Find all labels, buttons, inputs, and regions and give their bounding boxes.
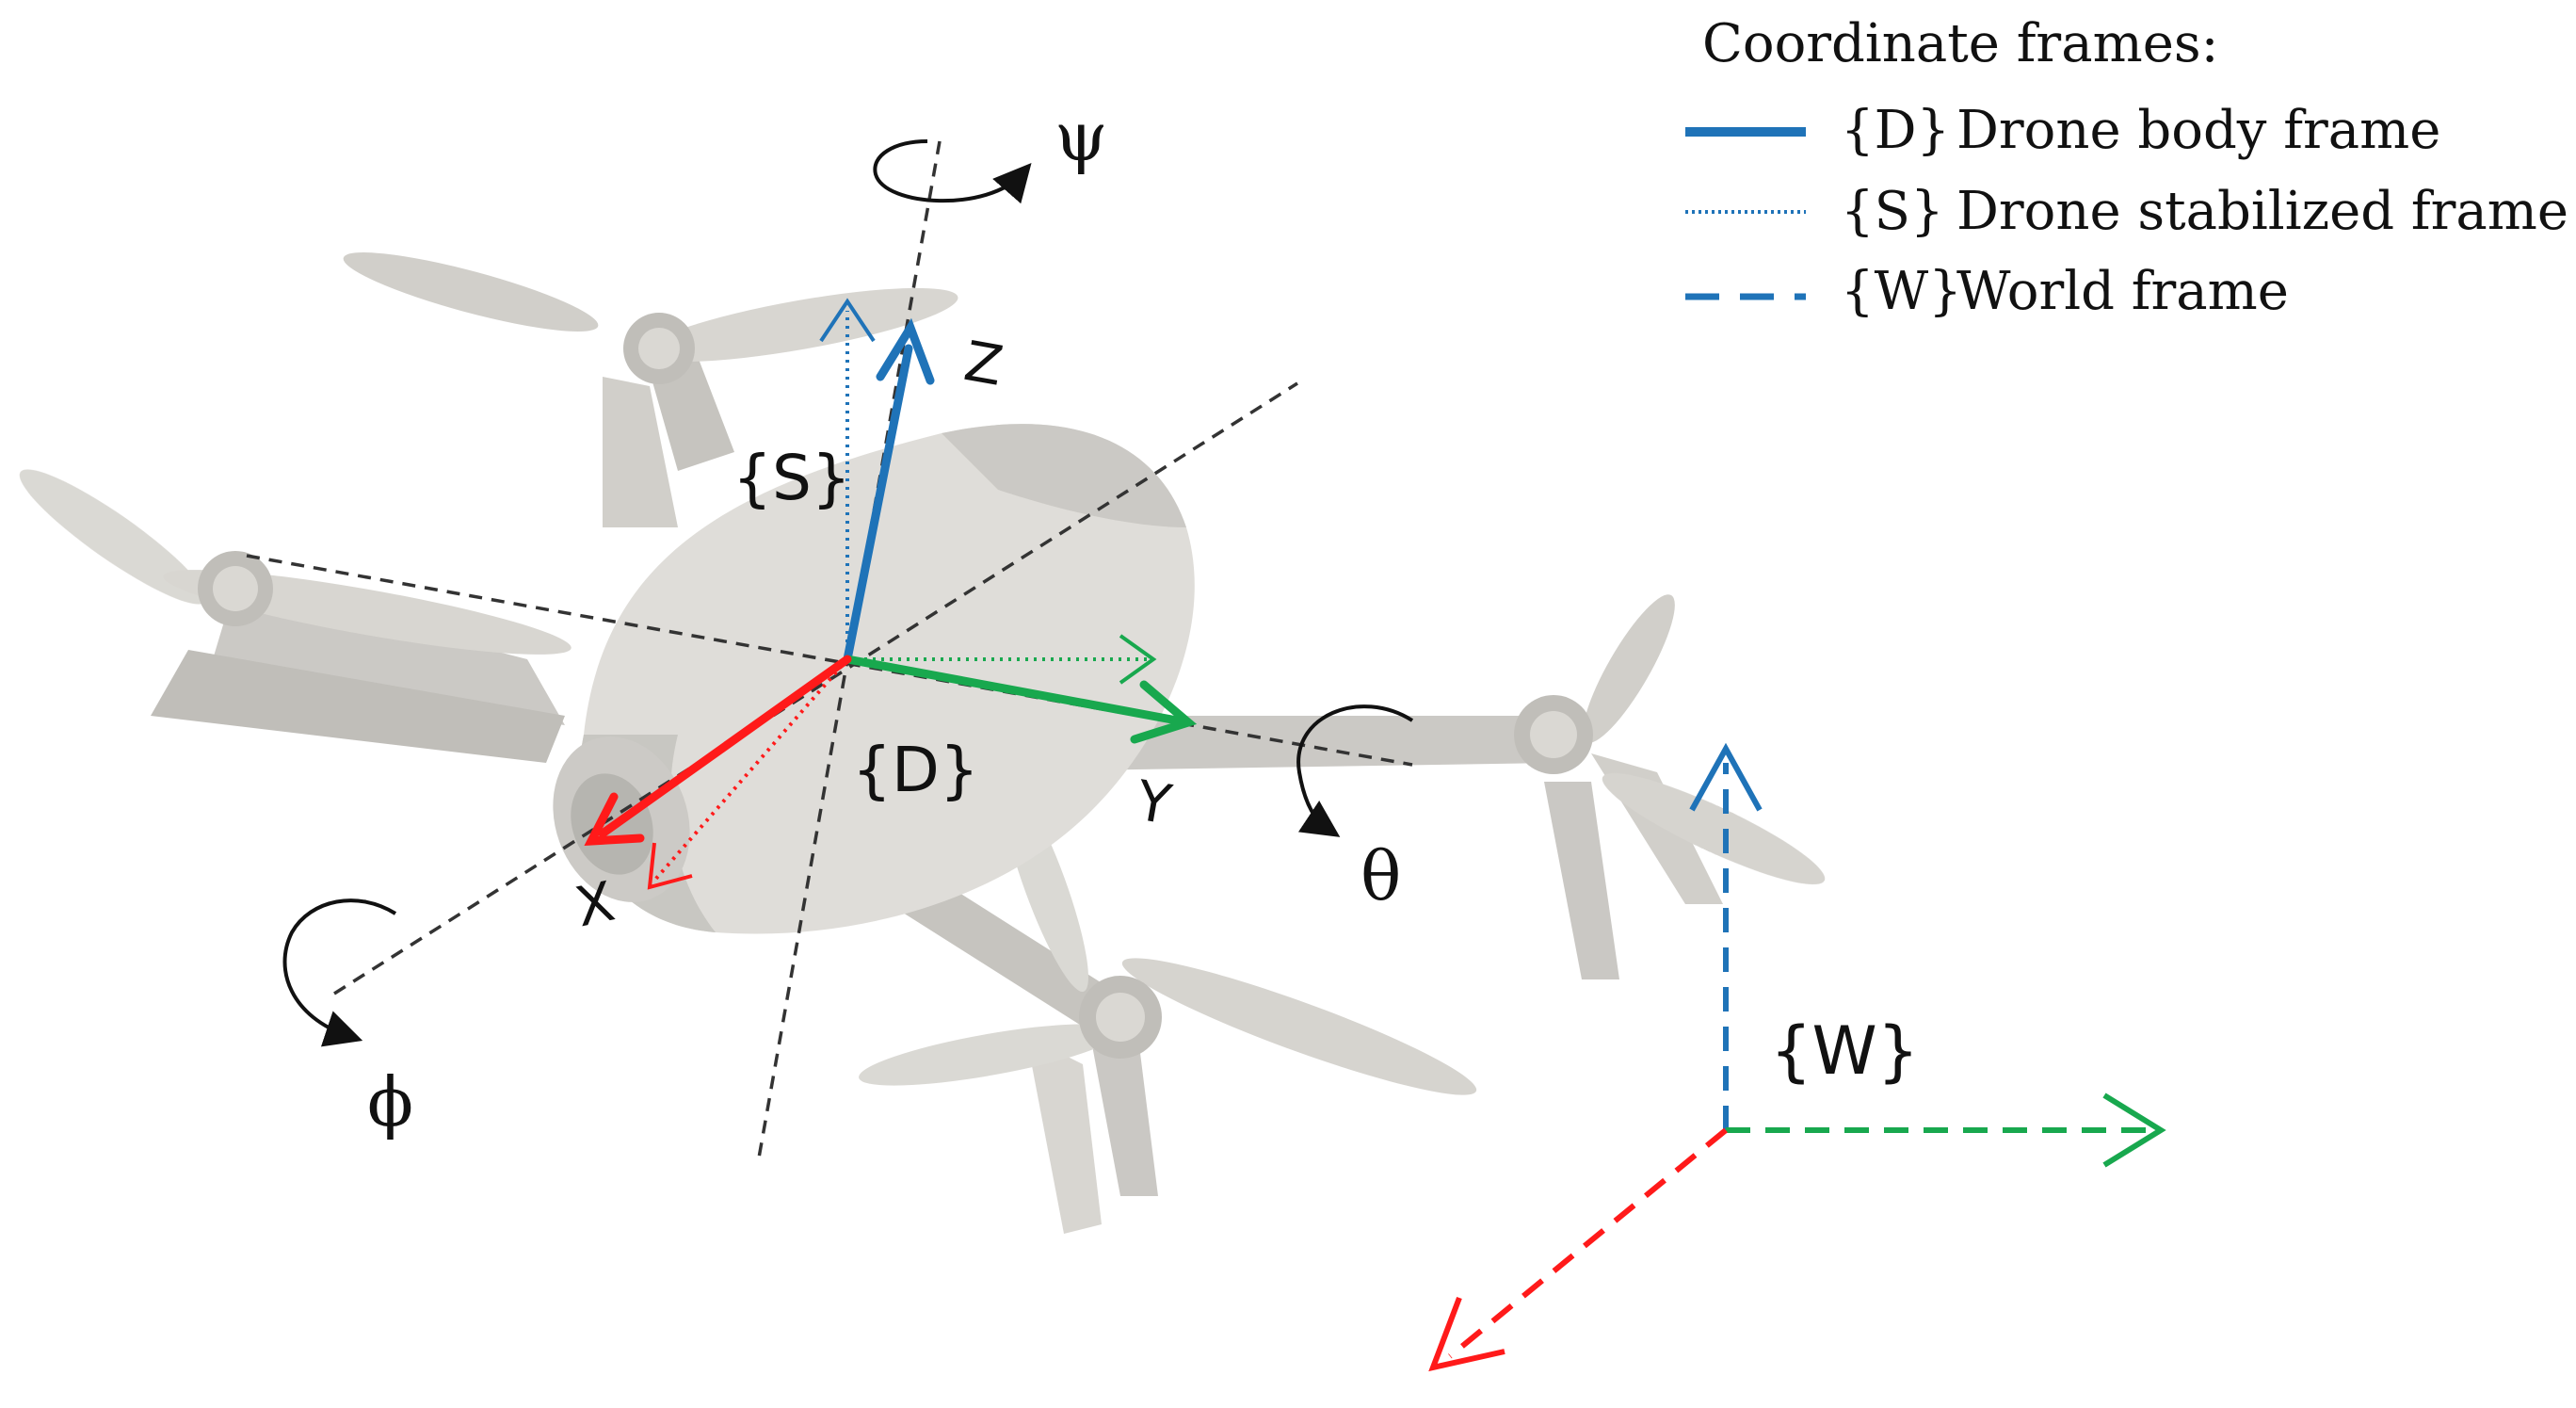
world-frame-axes [1428,742,2166,1372]
rotation-axis-guides [246,140,1413,1164]
legend-entry-body: {D} Drone body frame [1685,100,2440,161]
pitch-axis-guide [246,554,1413,767]
legend-key-stabilized: {S} [1841,181,1944,242]
y-axis-label: Y [1131,768,1176,836]
yaw-rotation-arrow [873,139,1032,204]
body-frame-label: {D} [852,734,979,806]
world-z-arrowhead [1689,742,1763,812]
stabilized-frame-axes [647,298,1157,890]
pitch-label: θ [1360,836,1401,915]
body-z-axis [843,344,913,664]
pitch-rotation-arrow [1296,704,1414,837]
yaw-label: ψ [1055,97,1107,176]
legend-entry-world: {W} World frame [1685,261,2289,322]
body-z-arrowhead [876,317,935,385]
world-y-arrowhead [2102,1092,2166,1168]
stabilized-y-arrowhead [1119,634,1157,685]
roll-rotation-arrow [282,898,397,1047]
body-y-arrowhead [1130,680,1198,744]
legend-title: Coordinate frames: [1702,13,2218,74]
stabilized-frame-label: {S} [733,442,851,514]
stabilized-z-arrowhead [819,298,876,343]
world-x-axis [1448,1127,1728,1359]
legend-label-stabilized: Drone stabilized frame [1956,181,2568,242]
roll-axis-guide [333,381,1298,995]
world-x-arrowhead [1428,1296,1505,1372]
legend: Coordinate frames: {D} Drone body frame … [1685,13,2568,322]
body-y-axis [843,655,1182,725]
roll-label: ϕ [367,1062,413,1141]
body-frame-axes [584,317,1198,846]
legend-key-world: {W} [1841,261,1962,322]
legend-label-body: Drone body frame [1956,100,2440,161]
z-axis-label: Z [959,329,1007,398]
legend-key-body: {D} [1841,100,1950,161]
yaw-axis-guide [756,140,942,1164]
body-x-axis [598,655,852,838]
body-x-arrowhead [584,792,645,846]
stabilized-x-arrowhead [647,842,693,890]
legend-label-world: World frame [1956,261,2289,322]
stabilized-x-axis [652,657,849,882]
world-frame-label: {W} [1770,1012,1919,1090]
legend-entry-stabilized: {S} Drone stabilized frame [1685,181,2568,242]
